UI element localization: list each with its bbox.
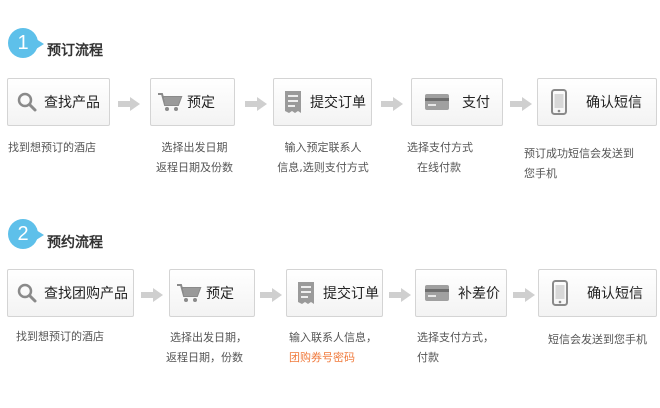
step-label: 支付 xyxy=(462,95,490,111)
arrow-right-icon xyxy=(245,97,267,111)
cart-icon xyxy=(157,89,183,115)
step-find-product[interactable]: 查找产品 xyxy=(7,78,110,126)
step-number-badge: 1 xyxy=(8,28,44,58)
booking-process-section: 1 预订流程 查找产品 预定 提交订单 支付 确认短信 xyxy=(7,28,657,180)
section-title: 预订流程 xyxy=(47,43,103,59)
step-description: 选择出发日期 返程日期及份数 xyxy=(156,141,233,174)
arrow-right-icon xyxy=(389,288,411,302)
step-label: 预定 xyxy=(187,95,215,111)
step-description: 输入预定联系人 信息,选则支付方式 xyxy=(277,141,369,174)
step-number-badge: 2 xyxy=(8,219,44,249)
step-description: 预订成功短信会发送到 您手机 xyxy=(524,147,634,180)
step-description: 输入联系人信息， 团购券号密码 xyxy=(289,328,377,368)
step-description: 选择出发日期， 返程日期，份数 xyxy=(166,331,247,364)
step-label: 提交订单 xyxy=(310,95,366,111)
step-reserve[interactable]: 预定 xyxy=(150,78,235,126)
step-label: 补差价 xyxy=(458,286,500,302)
search-icon xyxy=(14,89,40,115)
step-pay-difference[interactable]: 补差价 xyxy=(415,269,507,317)
step-pay[interactable]: 支付 xyxy=(411,78,503,126)
step-label: 确认短信 xyxy=(586,95,642,111)
arrow-right-icon xyxy=(260,288,282,302)
step-description: 找到想预订的酒店 xyxy=(16,330,104,343)
step-description: 选择支付方式， 付款 xyxy=(417,331,494,364)
step-reserve[interactable]: 预定 xyxy=(169,269,255,317)
step-find-group-product[interactable]: 查找团购产品 xyxy=(7,269,134,317)
receipt-icon xyxy=(280,89,306,115)
arrow-right-icon xyxy=(510,97,532,111)
step-submit-order[interactable]: 提交订单 xyxy=(273,78,372,126)
arrow-right-icon xyxy=(118,97,140,111)
credit-card-icon xyxy=(424,280,450,306)
search-icon xyxy=(14,280,40,306)
appointment-process-section: 2 预约流程 查找团购产品 预定 提交订单 补差价 确认短信 xyxy=(0,204,660,408)
step-description: 找到想预订的酒店 xyxy=(8,141,96,154)
group-coupon-code-link[interactable]: 团购券号密码 xyxy=(289,351,355,364)
cart-icon xyxy=(176,280,202,306)
credit-card-icon xyxy=(424,89,450,115)
step-label: 确认短信 xyxy=(587,286,643,302)
arrow-right-icon xyxy=(141,288,163,302)
phone-icon xyxy=(546,89,572,115)
receipt-icon xyxy=(293,280,319,306)
step-confirm-sms[interactable]: 确认短信 xyxy=(538,269,657,317)
step-submit-order[interactable]: 提交订单 xyxy=(286,269,383,317)
step-label: 查找产品 xyxy=(44,95,100,111)
step-label: 查找团购产品 xyxy=(44,286,128,302)
arrow-right-icon xyxy=(513,288,535,302)
step-description: 选择支付方式 在线付款 xyxy=(407,141,473,174)
step-label: 预定 xyxy=(206,286,234,302)
step-label: 提交订单 xyxy=(323,286,379,302)
step-description: 短信会发送到您手机 xyxy=(548,333,647,346)
step-confirm-sms[interactable]: 确认短信 xyxy=(537,78,657,126)
section-title: 预约流程 xyxy=(47,235,103,251)
arrow-right-icon xyxy=(381,97,403,111)
phone-icon xyxy=(547,280,573,306)
